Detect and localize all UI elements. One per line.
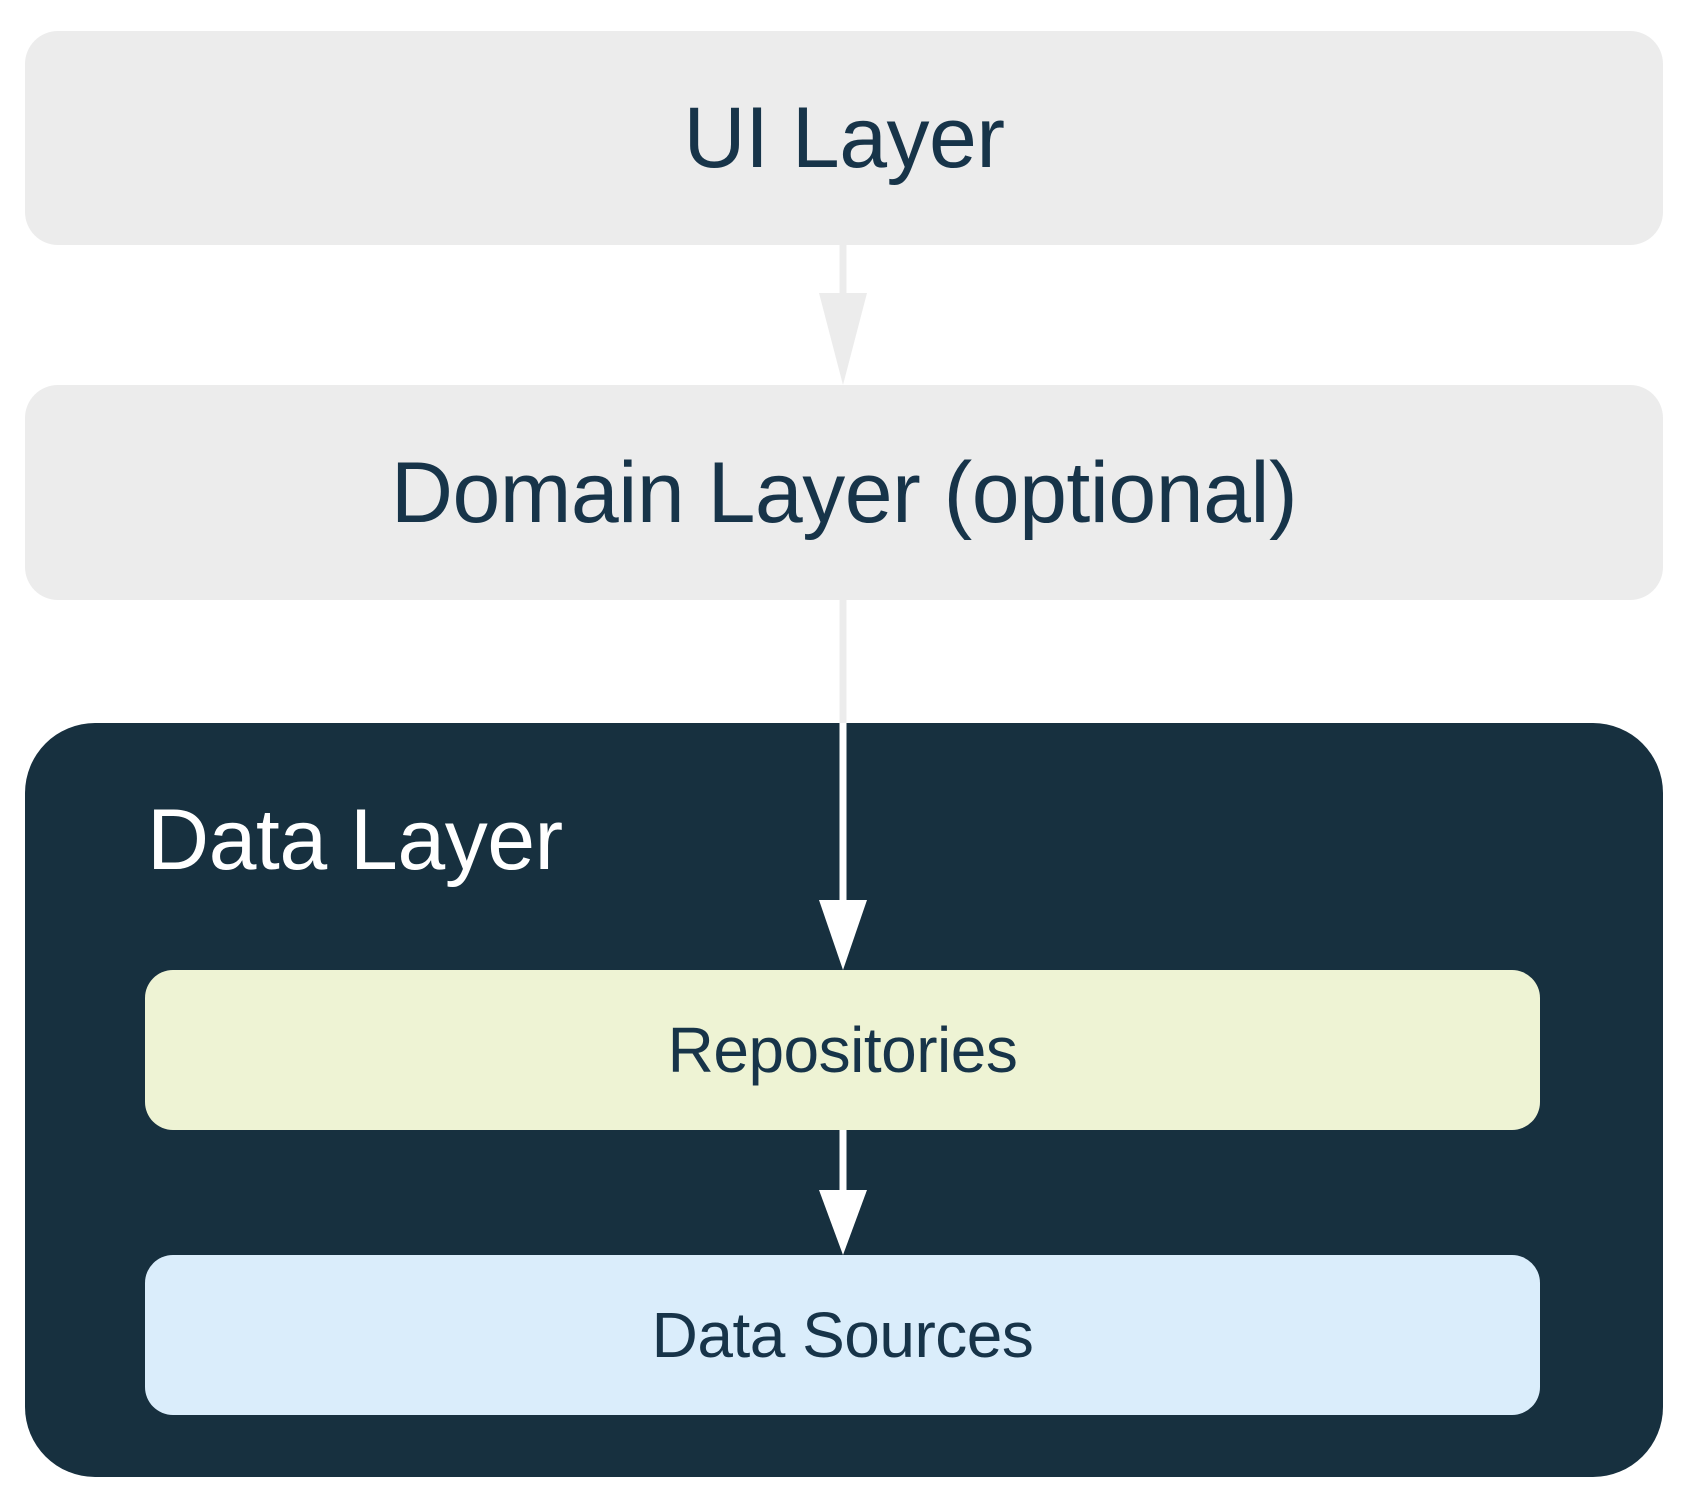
ui-layer-label: UI Layer [683, 90, 1005, 186]
domain-layer-box: Domain Layer (optional) [25, 385, 1663, 600]
ui-layer-box: UI Layer [25, 31, 1663, 245]
data-sources-label: Data Sources [651, 1299, 1034, 1371]
repositories-box: Repositories [145, 970, 1540, 1130]
data-sources-box: Data Sources [145, 1255, 1540, 1415]
data-layer-title: Data Layer [147, 792, 563, 888]
repositories-label: Repositories [667, 1014, 1018, 1086]
domain-layer-label: Domain Layer (optional) [390, 444, 1298, 541]
